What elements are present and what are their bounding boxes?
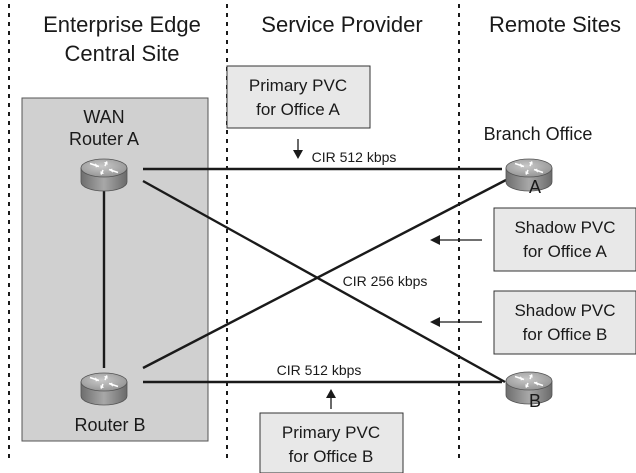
primary-pvc-office-b-line1: Primary PVC — [282, 423, 380, 442]
primary-pvc-office-a-box — [226, 65, 371, 129]
link-router-a-branch-b — [142, 179, 506, 384]
branch-office-label: Branch Office — [484, 124, 593, 144]
primary-pvc-office-a-line1: Primary PVC — [249, 76, 347, 95]
enterprise-edge-heading: Enterprise Edge — [43, 12, 201, 37]
router-a-label: Router A — [69, 129, 139, 149]
shadow-pvc-office-b-box — [493, 290, 636, 355]
link-router-b-branch-a — [142, 178, 507, 370]
shadow-pvc-office-b-arrowhead — [430, 317, 440, 327]
router-b-label: Router B — [74, 415, 145, 435]
shadow-pvc-office-a-line1: Shadow PVC — [514, 218, 615, 237]
router-b-icon — [80, 372, 128, 406]
router-a-icon — [80, 158, 128, 192]
cir-label-bottom: CIR 512 kbps — [277, 362, 362, 378]
primary-pvc-office-a-line2: for Office A — [256, 100, 340, 119]
cir-label-cross: CIR 256 kbps — [343, 273, 428, 289]
service-provider-heading: Service Provider — [261, 12, 422, 37]
shadow-pvc-office-a-box — [493, 207, 636, 272]
primary-pvc-office-b-line2: for Office B — [289, 447, 374, 466]
shadow-pvc-office-b-line2: for Office B — [523, 325, 608, 344]
shadow-pvc-office-b-line1: Shadow PVC — [514, 301, 615, 320]
shadow-pvc-office-a-line2: for Office A — [523, 242, 607, 261]
central-site-heading: Central Site — [65, 41, 180, 66]
primary-pvc-office-b-arrowhead — [326, 389, 336, 398]
primary-pvc-office-a-arrowhead — [293, 150, 303, 159]
remote-sites-heading: Remote Sites — [489, 12, 621, 37]
branch-a-letter: A — [529, 177, 541, 197]
shadow-pvc-office-a-arrowhead — [430, 235, 440, 245]
router-a-label-wan: WAN — [83, 107, 124, 127]
primary-pvc-office-b-box — [259, 412, 404, 473]
cir-label-top: CIR 512 kbps — [312, 149, 397, 165]
branch-b-letter: B — [529, 391, 541, 411]
